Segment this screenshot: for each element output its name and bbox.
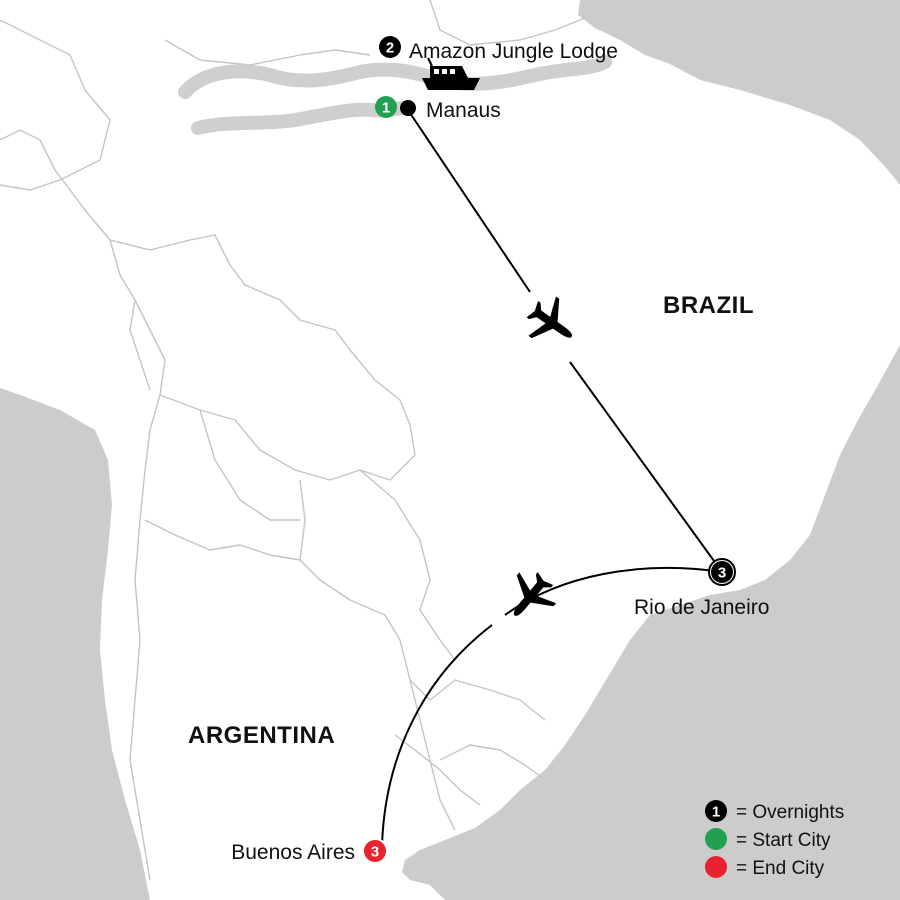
- border-guianas: [429, 0, 586, 46]
- airplane-icon: [513, 572, 557, 616]
- legend-overnights-label: = Overnights: [736, 802, 844, 823]
- border-colombia-venezuela: [0, 19, 111, 191]
- buenos-aires-nights: 3: [371, 844, 379, 861]
- lodge-nights: 2: [386, 40, 394, 57]
- boat-icon: [422, 57, 480, 90]
- amazon-river: [178, 55, 612, 99]
- border-argentina-uruguay: [409, 679, 456, 831]
- lodge-overnight-badge: [379, 36, 401, 58]
- country-label-argentina: ARGENTINA: [188, 722, 335, 749]
- manaus-label: Manaus: [426, 99, 501, 122]
- rio-label: Rio de Janeiro: [634, 596, 769, 619]
- country-borders: [0, 0, 585, 880]
- route-rio-buenos-aires-lower: [381, 624, 493, 846]
- border-colombia-peru: [54, 169, 151, 391]
- border-peru-bolivia: [134, 299, 166, 471]
- border-bolivia-paraguay: [144, 519, 301, 561]
- airplane-icon: [526, 296, 573, 339]
- buenos-aires-label: Buenos Aires: [231, 841, 355, 864]
- rio-badge-fill: [711, 561, 733, 583]
- border-parana-estuary: [394, 734, 481, 806]
- border-bolivia-inner: [199, 409, 300, 521]
- manaus-start-badge: [375, 96, 397, 118]
- legend-end-label: = End City: [736, 858, 825, 879]
- manaus-dot: [400, 100, 416, 116]
- legend-overnights-badge: [705, 800, 727, 822]
- route-manaus-rio-lower: [569, 361, 723, 573]
- route-manaus-rio-upper: [407, 109, 531, 293]
- border-bolivia-brazil: [159, 394, 416, 481]
- legend-overnights-num: 1: [712, 804, 720, 821]
- legend: 1 = Overnights = Start City = End City: [705, 800, 844, 879]
- country-label-brazil: BRAZIL: [663, 292, 754, 319]
- legend-start-label: = Start City: [736, 830, 831, 851]
- border-paraguay: [299, 479, 431, 701]
- border-peru-brazil: [109, 234, 416, 456]
- legend-end-badge: [705, 856, 727, 878]
- border-uruguay-brazil: [439, 744, 546, 781]
- buenos-aires-end-badge: [362, 838, 388, 864]
- manaus-nights: 1: [382, 100, 390, 117]
- border-colombia-north: [0, 129, 56, 171]
- lodge-label: Amazon Jungle Lodge: [409, 40, 618, 63]
- legend-start-badge: [705, 828, 727, 850]
- border-northern-coast-states: [164, 39, 371, 66]
- rio-nights: 3: [718, 565, 726, 582]
- border-chile-argentina: [129, 469, 151, 881]
- border-argentina-brazil: [429, 679, 546, 721]
- border-paraguay-brazil: [359, 469, 456, 661]
